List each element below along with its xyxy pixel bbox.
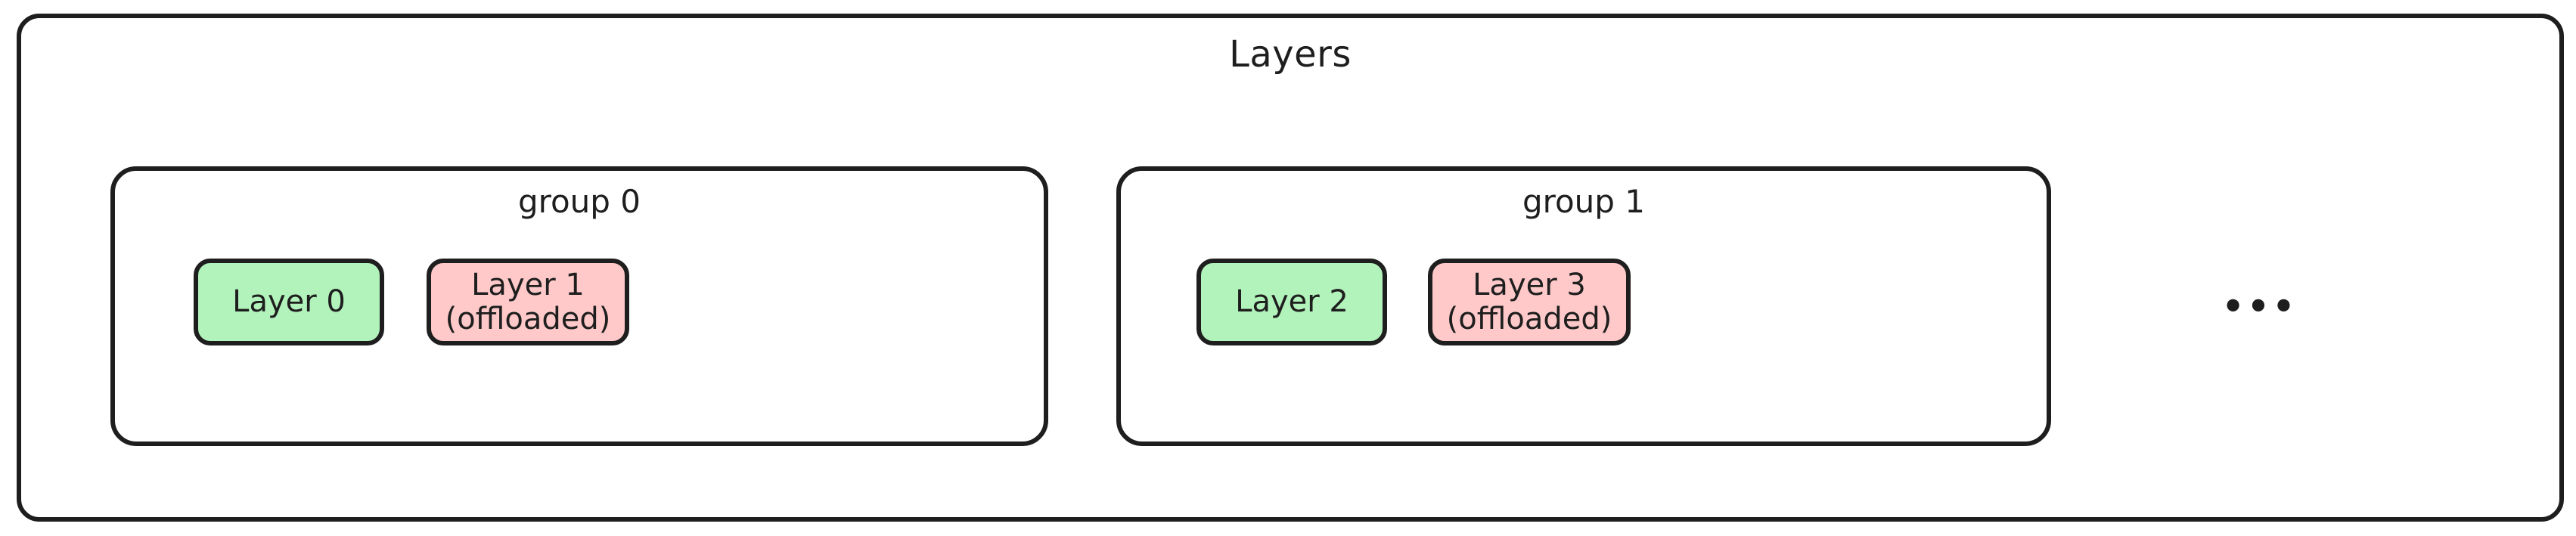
layer-node-layer-2: Layer 2 bbox=[1196, 259, 1387, 345]
layer-node-label: Layer 2 bbox=[1235, 284, 1349, 320]
layers-container: Layers group 0 Layer 0 Layer 1 (offloade… bbox=[17, 14, 2564, 522]
ellipsis-more-groups-icon: ••• bbox=[2221, 286, 2298, 327]
layer-node-layer-3: Layer 3 (offloaded) bbox=[1428, 259, 1631, 345]
group-box-0: group 0 Layer 0 Layer 1 (offloaded) bbox=[110, 166, 1048, 446]
group-1-title: group 1 bbox=[1522, 183, 1646, 220]
layer-node-label: Layer 3 (offloaded) bbox=[1446, 267, 1612, 336]
layers-container-title: Layers bbox=[1229, 33, 1352, 76]
layer-node-layer-1: Layer 1 (offloaded) bbox=[427, 259, 629, 345]
layer-node-layer-0: Layer 0 bbox=[194, 259, 384, 345]
layer-node-label: Layer 0 bbox=[232, 284, 346, 320]
group-0-title: group 0 bbox=[517, 183, 641, 220]
groups-row: group 0 Layer 0 Layer 1 (offloaded) grou… bbox=[21, 18, 2559, 517]
group-box-1: group 1 Layer 2 Layer 3 (offloaded) bbox=[1116, 166, 2051, 446]
layer-node-label: Layer 1 (offloaded) bbox=[445, 267, 611, 336]
